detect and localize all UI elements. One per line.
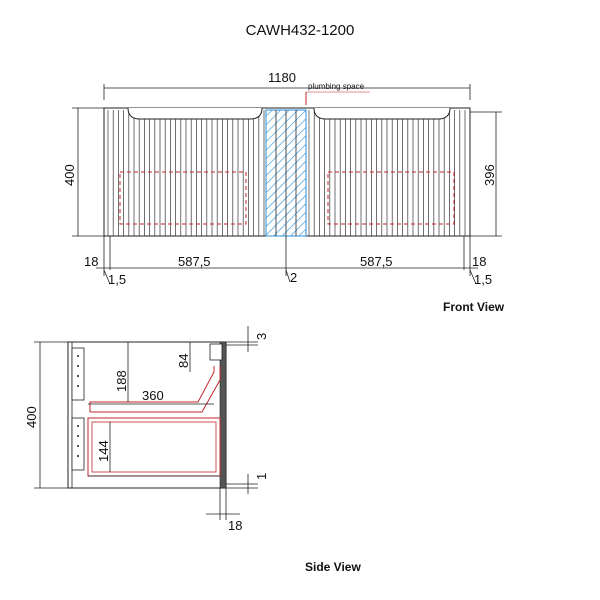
- dim-side-height: 400: [24, 406, 39, 428]
- top-cutout-left: [127, 107, 263, 120]
- dim-lower-drawer: 144: [96, 440, 111, 462]
- side-view: 400 188 84 360 144 3 1 18: [24, 326, 269, 533]
- top-notch: [209, 343, 223, 361]
- dim-bottom-gap: 1: [254, 473, 269, 480]
- dim-right-half: 587,5: [360, 254, 393, 269]
- dim-upper-drawer: 188: [114, 370, 129, 392]
- dim-top-gap: 3: [254, 333, 269, 340]
- dim-side-right: 18: [472, 254, 486, 269]
- dim-top-depth: 84: [176, 354, 191, 368]
- dim-edge-right: 1,5: [474, 272, 492, 287]
- side-view-caption: Side View: [305, 560, 361, 574]
- dim-inner-height: 396: [482, 164, 497, 186]
- dim-side-left: 18: [84, 254, 98, 269]
- dim-side-depth: 360: [142, 388, 164, 403]
- lower-rail: [71, 417, 85, 471]
- dim-overall-width: 1180: [268, 70, 296, 85]
- dim-front-thickness: 18: [228, 518, 242, 533]
- drawing-title: CAWH432-1200: [245, 22, 355, 39]
- dim-center-gap: 2: [290, 270, 297, 285]
- side-front-panel: [219, 341, 227, 489]
- dim-front-height: 400: [62, 164, 77, 186]
- drawer-right: [327, 171, 455, 225]
- drawer-left: [119, 171, 247, 225]
- upper-rail: [71, 347, 85, 401]
- front-view-caption: Front View: [443, 300, 505, 314]
- front-flutes-right: [308, 110, 466, 236]
- dim-left-half: 587,5: [178, 254, 211, 269]
- dim-edge-left: 1,5: [108, 272, 126, 287]
- front-view: plumbing space 1180 400 396 18 587,5 587…: [62, 70, 502, 287]
- plumbing-space-label: plumbing space: [308, 82, 365, 91]
- top-cutout-right: [313, 107, 451, 120]
- front-flutes-left: [107, 110, 265, 236]
